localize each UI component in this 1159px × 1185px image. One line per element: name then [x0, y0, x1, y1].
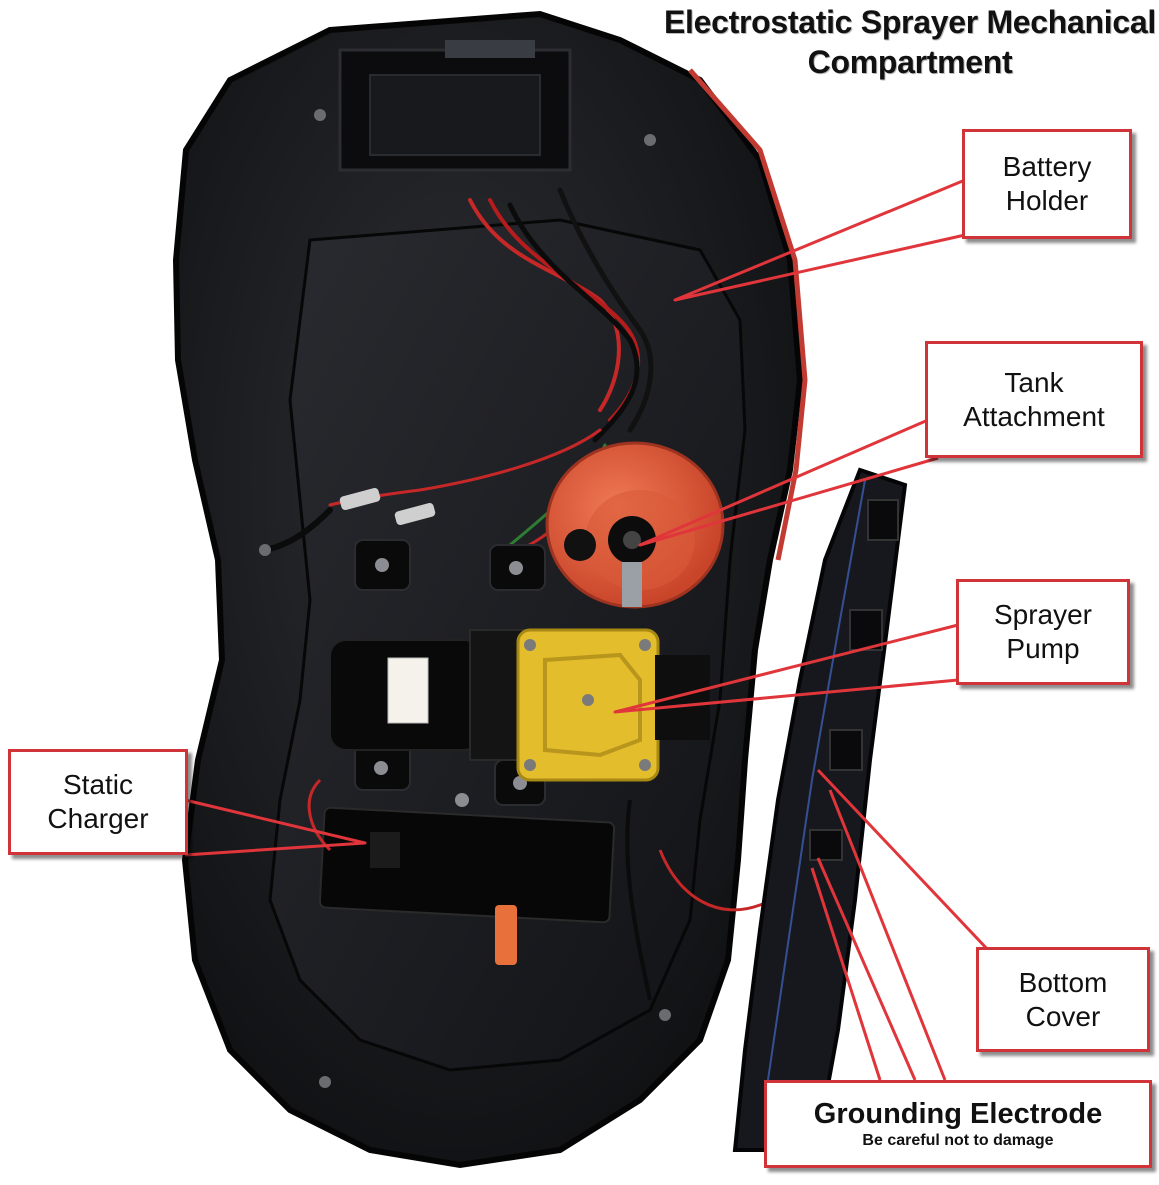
callout-bottom-cover: Bottom Cover: [976, 947, 1150, 1052]
pump-head: [516, 628, 710, 782]
leader-ground-b: [810, 867, 882, 1081]
callout-battery-line-1: Battery: [1002, 151, 1092, 182]
callout-static-line-2: Charger: [47, 803, 149, 834]
callout-battery-holder: Battery Holder: [962, 129, 1132, 239]
orange-plug: [495, 905, 517, 965]
callout-battery-line-2: Holder: [1005, 185, 1089, 216]
callout-bottom-line-2: Cover: [1025, 1000, 1101, 1032]
leader-battery: [673, 178, 966, 302]
housing-red-rim: [688, 68, 808, 561]
leader-ground-a: [816, 857, 917, 1081]
callout-tank-line-1: Tank: [1004, 366, 1064, 398]
callout-ground-title: Grounding Electrode: [813, 1098, 1103, 1130]
title-line-1: Electrostatic Sprayer: [664, 4, 978, 40]
callout-grounding-electrode: Grounding Electrode Be careful not to da…: [764, 1080, 1152, 1168]
callout-pump-line-1: Sprayer: [993, 599, 1093, 630]
callout-pump-line-2: Pump: [1006, 633, 1080, 664]
spade-connectors: [339, 487, 436, 526]
leader-pump: [613, 623, 959, 714]
leader-static: [184, 798, 367, 857]
callout-sprayer-pump: Sprayer Pump: [956, 579, 1130, 685]
leader-bottom-b: [828, 789, 947, 1081]
callout-static-charger: Static Charger: [8, 749, 188, 855]
diagram-title: Electrostatic Sprayer Mechanical Compart…: [640, 2, 1159, 82]
callout-tank-attachment: Tank Attachment: [925, 341, 1143, 458]
callout-bottom-line-1: Bottom: [1018, 966, 1108, 998]
callout-ground-note: Be careful not to damage: [862, 1132, 1054, 1149]
static-charger-module: [307, 778, 616, 924]
callout-tank-line-2: Attachment: [963, 400, 1105, 432]
leader-lines: [184, 178, 992, 1081]
tank-connector: [545, 441, 725, 609]
pump-motor: [329, 629, 531, 761]
leader-tank: [638, 418, 939, 547]
title-line-2: Mechanical Compartment: [807, 4, 1157, 80]
battery-bracket: [338, 40, 572, 172]
leader-bottom-a: [816, 768, 992, 954]
callout-static-line-1: Static: [62, 769, 134, 800]
